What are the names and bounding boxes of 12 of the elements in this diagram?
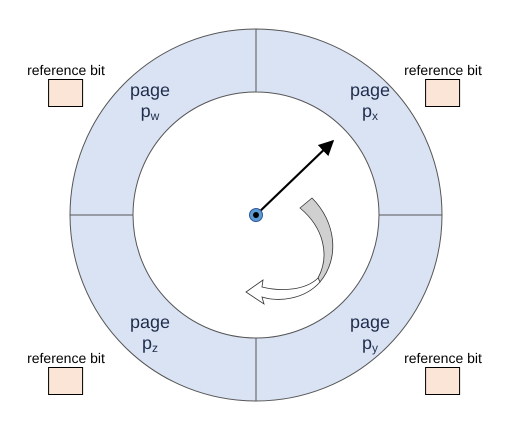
page-name: p$_{w}$ xyxy=(140,100,160,122)
page-name: p$_{z}$ xyxy=(141,332,159,354)
page-label: page xyxy=(130,80,170,101)
bit-label: reference bit xyxy=(27,62,105,78)
page-name: p$_{x}$ xyxy=(361,100,379,122)
page-label: page xyxy=(350,312,390,333)
bit-label: reference bit xyxy=(27,350,105,366)
page-name: p$_{y}$ xyxy=(361,332,379,354)
page-label: page xyxy=(130,312,170,333)
bit-label: reference bit xyxy=(404,62,482,78)
page-label: page xyxy=(350,80,390,101)
bit-label: reference bit xyxy=(404,350,482,366)
